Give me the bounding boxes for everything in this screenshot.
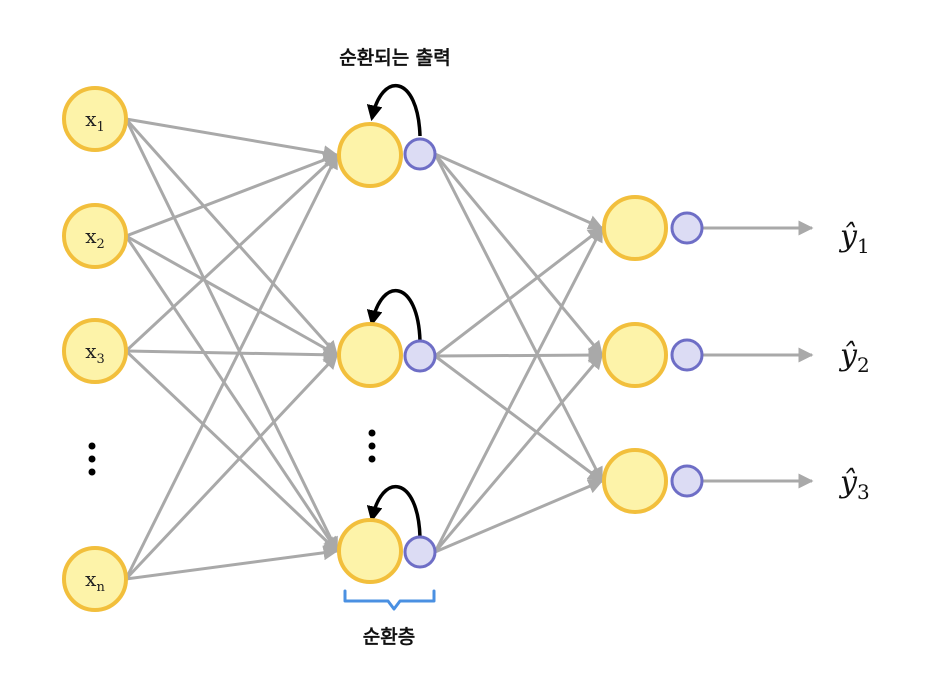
recurrent-layer-caption: 순환층 [363, 626, 415, 648]
vertical-ellipsis-icon [368, 429, 376, 463]
recurrent-activation-3 [403, 535, 437, 569]
edge-recurrent-1-to-output-3 [433, 153, 604, 483]
edge-recurrent-1-to-output-2 [433, 153, 604, 357]
recurrent-output-caption: 순환되는 출력 [339, 47, 451, 69]
edge-input-2-to-recurrent-1 [125, 152, 339, 238]
recurrent-node-1 [337, 122, 403, 188]
recurrent-loop-arrow-3 [366, 484, 422, 538]
input-label-3: x3 [85, 339, 105, 367]
edge-recurrent-3-to-output-2 [433, 353, 604, 553]
edge-input-3-to-recurrent-2 [125, 347, 339, 363]
recurrent-activation-2 [403, 339, 437, 373]
recurrent-loops [366, 83, 422, 538]
recurrent-loop-arrow-2 [366, 288, 422, 342]
input-node-3 [62, 318, 128, 384]
output-label-1: ŷ1 [838, 219, 870, 258]
edge-input-3-to-recurrent-3 [124, 349, 339, 553]
recurrent-node-3 [337, 518, 403, 584]
output-label-3: ŷ3 [838, 465, 870, 504]
edge-input-1-to-recurrent-3 [124, 118, 339, 553]
edge-input-2-to-recurrent-2 [125, 234, 339, 357]
output-node-1 [602, 195, 668, 261]
input-label-1: x1 [85, 107, 105, 135]
recurrent-layer-bracket [343, 589, 436, 611]
edge-recurrent-2-to-output-2 [434, 347, 604, 363]
edge-recurrent-3-to-output-3 [434, 479, 604, 554]
output-node-3 [602, 448, 668, 514]
input-node-1 [62, 86, 128, 152]
connections [124, 117, 814, 581]
recurrent-node-2 [337, 322, 403, 388]
output-node-2 [602, 322, 668, 388]
edge-recurrent-1-to-output-1 [434, 152, 604, 230]
edge-input-2-to-recurrent-3 [124, 235, 339, 553]
edge-input-4-to-recurrent-1 [124, 153, 339, 580]
input-node-n [62, 546, 128, 612]
output-label-2: ŷ2 [838, 338, 870, 377]
output-activation-2 [670, 338, 704, 372]
input-label-2: x2 [85, 224, 105, 252]
edge-input-4-to-recurrent-2 [124, 353, 339, 581]
input-node-2 [62, 203, 128, 269]
edge-input-4-to-recurrent-3 [125, 545, 339, 581]
edge-recurrent-2-to-output-1 [434, 226, 604, 358]
vertical-ellipsis-icon [88, 442, 96, 476]
edge-input-1-to-recurrent-2 [124, 118, 339, 357]
input-label-n: xn [85, 567, 105, 595]
output-activation-3 [670, 464, 704, 498]
recurrent-activation-1 [403, 137, 437, 171]
edge-recurrent-2-to-output-3 [434, 354, 604, 483]
edge-input-3-to-recurrent-1 [124, 153, 339, 353]
edge-recurrent-3-to-output-1 [433, 226, 604, 553]
nodes [62, 86, 704, 612]
output-activation-1 [670, 211, 704, 245]
recurrent-loop-arrow-1 [366, 83, 422, 137]
edge-input-1-to-recurrent-1 [125, 117, 339, 161]
